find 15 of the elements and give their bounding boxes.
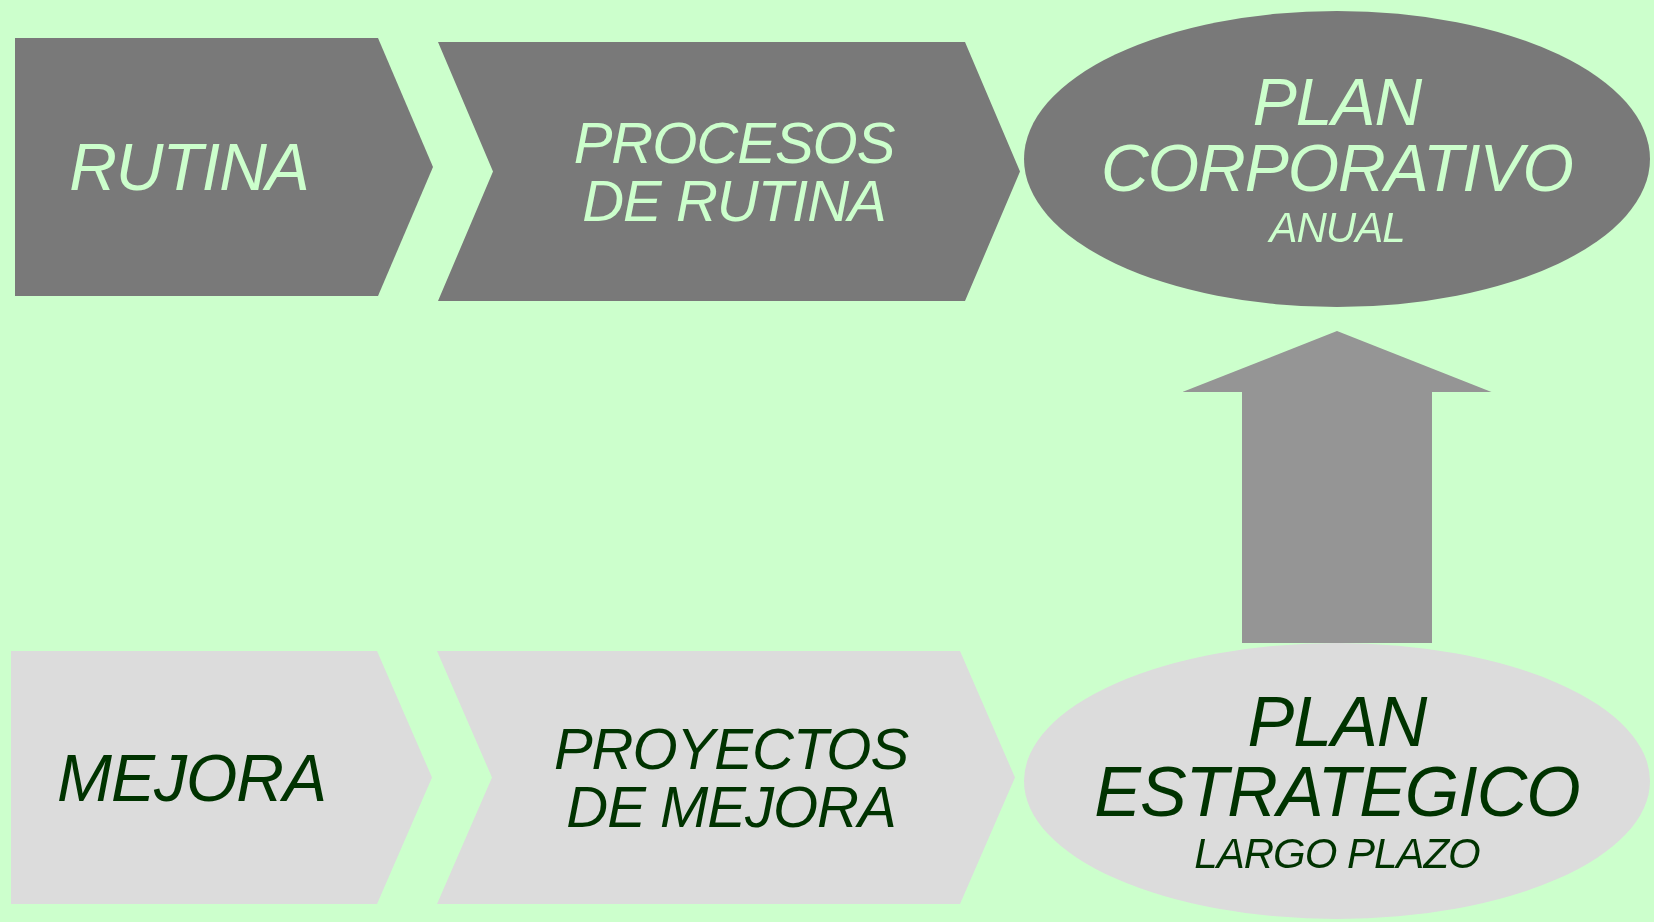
chevron-shape [438, 42, 1020, 301]
node-label: PLAN CORPORATIVO [1100, 69, 1574, 201]
node-label: PLAN ESTRATEGICO [1093, 687, 1581, 827]
node-label: MEJORA [57, 744, 326, 811]
node-label: PROCESOS DE RUTINA [572, 113, 896, 230]
node-sublabel: ANUAL [1269, 207, 1405, 249]
node-label: RUTINA [69, 134, 309, 200]
chevron-shape [15, 38, 433, 296]
chevron-shape [11, 651, 432, 904]
ellipse-shape [1024, 11, 1650, 307]
block-arrow [1182, 331, 1492, 643]
chevron-shape [437, 651, 1015, 904]
node-label: PROYECTOS DE MEJORA [552, 719, 910, 836]
ellipse-shape [1024, 643, 1650, 919]
node-sublabel: LARGO PLAZO [1194, 833, 1480, 875]
